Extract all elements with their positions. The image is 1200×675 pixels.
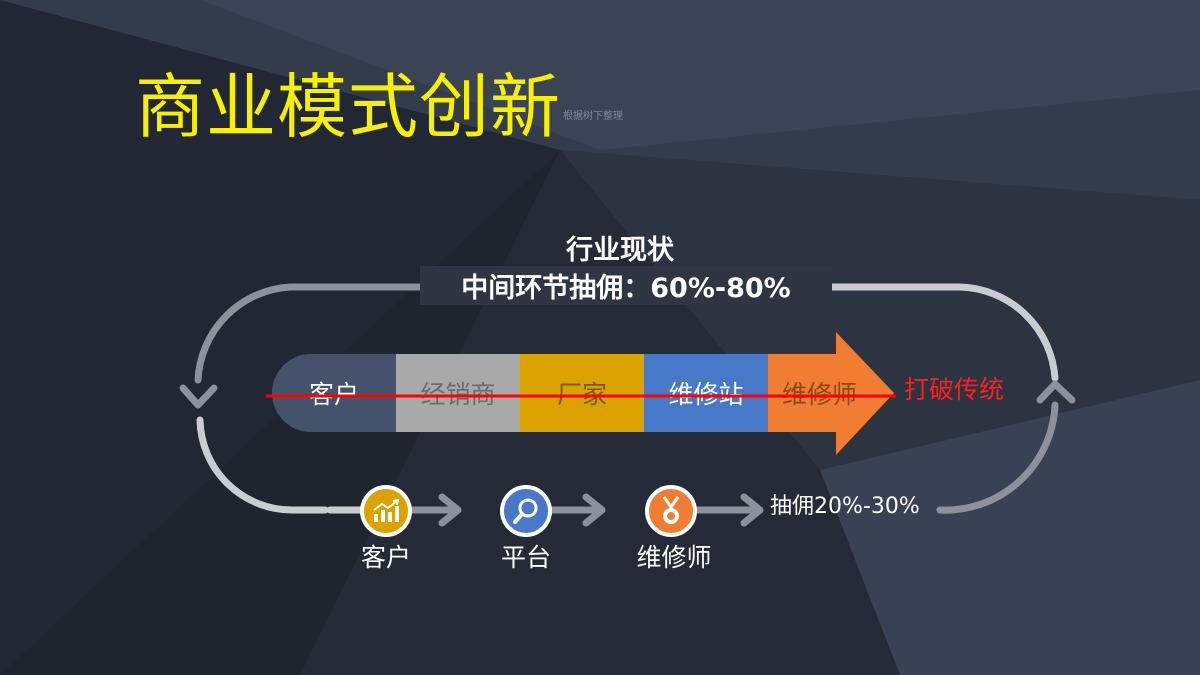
industry-status-subtitle: 中间环节抽佣：60%-80% — [420, 266, 832, 305]
industry-status-title: 行业现状 — [566, 235, 674, 266]
break-tradition-label: 打破传统 — [904, 375, 1005, 404]
slide-title: 商业模式创新 — [135, 66, 561, 148]
magnifier-icon — [500, 485, 552, 537]
node-label-technician: 维修师 — [636, 543, 712, 572]
node-label-platform: 平台 — [500, 543, 551, 572]
slide-subnote: 根据树下整理 — [563, 111, 623, 122]
chart-growth-icon — [360, 485, 412, 537]
node-label-customer: 客户 — [360, 543, 411, 572]
commission-label: 抽佣20%-30% — [770, 494, 920, 519]
chain-segment-dealer: 经销商 — [396, 354, 520, 432]
medal-icon — [645, 485, 697, 537]
chain-segment-customer: 客户 — [272, 354, 396, 432]
